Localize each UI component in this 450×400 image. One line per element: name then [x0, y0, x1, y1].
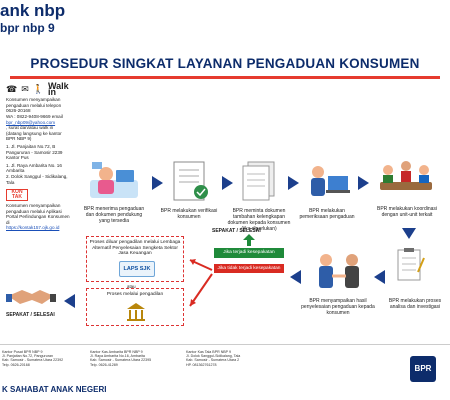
arrow-right-3	[288, 176, 299, 190]
office-address-1: 1. Jl. Panjaitan No.72, B Pangururan - S…	[6, 143, 63, 161]
title-underline	[10, 76, 440, 79]
done-label-left: SEPAKAT / SELESAI	[6, 312, 55, 318]
decision-disagree: Jika tidak terjadi kesepakatan	[214, 263, 284, 274]
green-up-arrow-icon	[243, 234, 255, 246]
footer-bar: K SAHABAT ANAK NEGERI	[0, 382, 450, 400]
footer-slogan: K SAHABAT ANAK NEGERI	[2, 385, 107, 394]
arrow-right-1	[152, 176, 163, 190]
arrow-left-1	[374, 270, 385, 284]
arrow-right-2	[222, 176, 233, 190]
court-text: Proses melalui pengadilan	[106, 292, 164, 297]
mail-icon: ✉	[21, 83, 29, 94]
kontak-logo: KON TAK	[6, 189, 28, 202]
bank-name-line1: ank nbp	[0, 1, 66, 20]
step-receive: BPR menerima pengaduan dan dokumen pendu…	[83, 206, 145, 224]
channel-wa: WA : 0822-9408-9669 email	[6, 113, 63, 119]
receive-complaint-illustration	[90, 162, 138, 198]
walk-in-icon: 🚶	[32, 83, 44, 94]
outside-court-box: Proses diluar pengadilan melalui Lembaga…	[86, 236, 184, 282]
walk-in-label: Walk in	[47, 81, 69, 97]
arrow-down-1	[402, 228, 416, 239]
handshake-result-illustration	[319, 254, 359, 288]
portal-text: Konsumen menyampaikan pengaduan melalui …	[6, 203, 70, 225]
step-coordinate: BPR melakukan koordinasi dengan unit-uni…	[376, 206, 438, 218]
court-box: Proses melalui pengadilan	[86, 288, 184, 326]
bank-name: ank nbp bpr nbp 9	[0, 2, 65, 36]
bpr-logo: BPR	[410, 356, 436, 386]
arrow-right-4	[358, 176, 369, 190]
court-building-icon	[127, 303, 145, 321]
footer-divider	[0, 344, 450, 345]
complaint-channels: ☎ ✉ 🚶 Walk in Konsumen menyampaikan peng…	[6, 81, 70, 231]
laps-sjk-logo: LAPS SJK	[119, 261, 155, 277]
page-title: PROSEDUR SINGKAT LAYANAN PENGADUAN KONSU…	[30, 56, 420, 71]
footer-office-2: Kantor Kas Ambarita BPR NBP 9 Jl. Raya A…	[90, 350, 152, 367]
channel-icons: ☎ ✉ 🚶 Walk in	[6, 81, 70, 97]
done-label-top: SEPAKAT / SELESAI	[212, 228, 261, 234]
step-analyze: BPR melakukan proses analisa dan investi…	[388, 298, 442, 310]
outside-court-text: Proses diluar pengadilan melalui Lembaga…	[89, 240, 181, 257]
laps-sjk-label: LAPS SJK	[123, 266, 151, 272]
analysis-illustration	[397, 248, 425, 281]
step-verify: BPR melakukan verifikasi konsumen	[160, 208, 218, 220]
step-request-docs: BPR meminta dokumen tambahan kelengkapan…	[227, 208, 291, 232]
or-label: atau	[127, 284, 136, 289]
footer-office-3: Kantor Kas Tala BPR NBP 9 Jl. Dolok Sang…	[186, 350, 241, 367]
handshake-icon	[6, 290, 56, 304]
phone-icon: ☎	[6, 83, 18, 94]
office-address-3: 2. Dolok Sanggul - Sidikalang, Tala	[6, 173, 68, 185]
examination-illustration	[311, 166, 350, 196]
red-split-arrows	[189, 259, 213, 307]
bank-name-line2: bpr nbp 9	[0, 21, 55, 35]
coordination-illustration	[380, 161, 432, 190]
decision-agree: Jika terjadi kesepakatan	[214, 248, 284, 258]
decision-box: Jika terjadi kesepakatan Jika tidak terj…	[214, 234, 284, 274]
office-address-2: 1. Jl. Raya Ambarita No. 16 Ambarita	[6, 162, 62, 174]
step-deliver-result: BPR menyampaikan hasil penyelesaian peng…	[301, 298, 375, 316]
step-examine: BPR melakukan pemeriksaan pengaduan	[299, 208, 355, 220]
channel-email-link[interactable]: bpr_nbp09@yahoo.com	[6, 119, 56, 125]
portal-link[interactable]: https://kontak157.ojk.go.id	[6, 225, 60, 231]
footer-office-1: Kantor Pusat BPR NBP 9 Jl. Panjaitan No.…	[2, 350, 64, 367]
documents-illustration	[242, 161, 275, 201]
channel-direct: , surat dan/atau walk in (datang langsun…	[6, 125, 62, 142]
verification-illustration	[173, 161, 208, 201]
channel-intro: Konsumen menyampaikan pengaduan melalui …	[6, 97, 62, 114]
arrow-left-2	[290, 270, 301, 284]
arrow-left-3	[64, 294, 75, 308]
